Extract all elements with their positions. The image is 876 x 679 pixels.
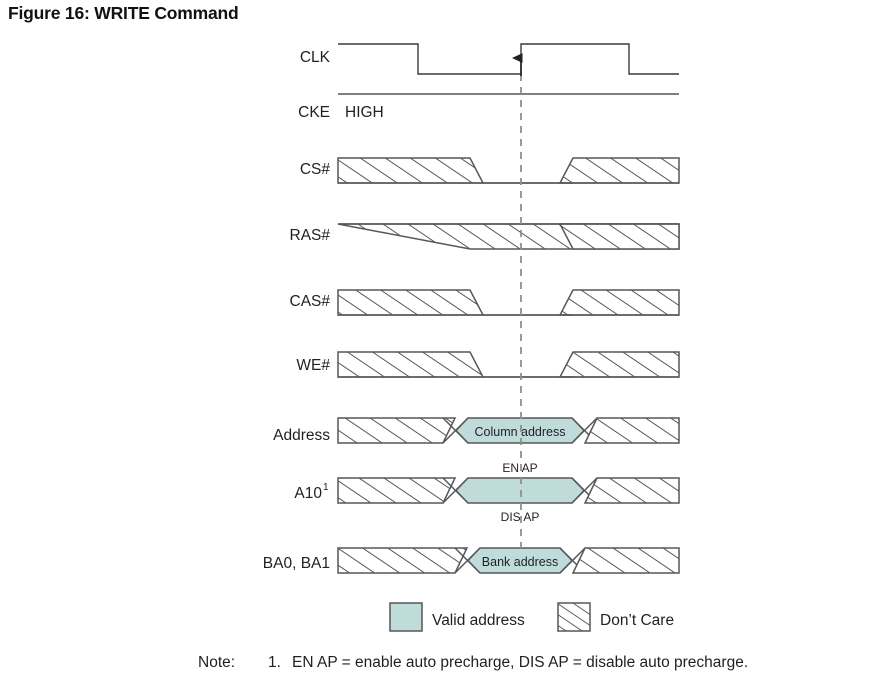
legend-swatch-valid-address bbox=[389, 602, 423, 632]
legend-label-dont-care: Don’t Care bbox=[600, 612, 674, 629]
row-label-clk: CLK bbox=[300, 49, 331, 66]
address-bubble-label: Column address bbox=[474, 425, 565, 439]
page-title: Figure 16: WRITE Command bbox=[8, 3, 239, 23]
note-label: Note: bbox=[198, 654, 235, 671]
cs-waveform bbox=[337, 157, 680, 184]
row-label-address: Address bbox=[273, 427, 330, 444]
note-text: EN AP = enable auto precharge, DIS AP = … bbox=[292, 654, 748, 671]
row-label-cas: CAS# bbox=[290, 293, 331, 310]
note-number: 1. bbox=[268, 654, 281, 671]
row-label-a10: A10 bbox=[294, 485, 322, 502]
ba-waveform: Bank address bbox=[337, 547, 680, 574]
we-waveform bbox=[337, 351, 680, 378]
row-label-cke: CKE bbox=[298, 104, 330, 121]
row-label-a10-superscript: 1 bbox=[323, 482, 329, 493]
clk-waveform bbox=[338, 43, 679, 75]
a10-dis-ap-label: DIS AP bbox=[501, 510, 540, 524]
ba-bubble-label: Bank address bbox=[482, 555, 558, 569]
ras-waveform bbox=[337, 223, 680, 250]
legend-swatch-dont-care bbox=[557, 602, 591, 632]
row-label-ras: RAS# bbox=[290, 227, 331, 244]
legend: Valid address Don’t Care bbox=[389, 602, 674, 632]
row-label-cs: CS# bbox=[300, 161, 331, 178]
note: Note: 1. EN AP = enable auto precharge, … bbox=[198, 654, 748, 671]
row-label-a10-group: A10 1 bbox=[294, 482, 329, 502]
legend-label-valid-address: Valid address bbox=[432, 612, 525, 629]
row-label-ba: BA0, BA1 bbox=[263, 555, 330, 572]
a10-en-ap-label: EN AP bbox=[502, 461, 537, 475]
address-waveform: Column address bbox=[337, 417, 680, 444]
a10-waveform: EN AP DIS AP bbox=[337, 461, 680, 524]
cke-value-label: HIGH bbox=[345, 104, 384, 121]
row-label-we: WE# bbox=[296, 357, 330, 374]
cas-waveform bbox=[337, 289, 680, 316]
